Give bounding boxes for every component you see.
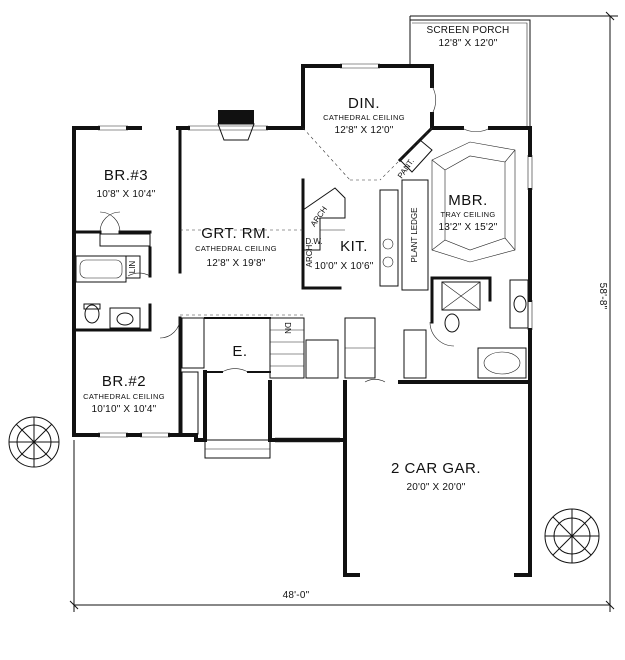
br3-dims: 10'8" X 10'4" xyxy=(96,189,155,200)
lin-label: LIN xyxy=(128,261,137,274)
exterior-walls xyxy=(72,64,532,577)
tree-right xyxy=(544,508,600,564)
br2-note: CATHEDRAL CEILING xyxy=(83,392,165,401)
mbr-dims: 13'2" X 15'2" xyxy=(438,222,497,233)
kit-dims: 10'0" X 10'6" xyxy=(314,261,373,272)
arch-label-top: ARCH xyxy=(309,205,330,229)
grt-rm-note: CATHEDRAL CEILING xyxy=(195,244,277,253)
overall-width: 48'-0" xyxy=(283,590,310,601)
tree-left xyxy=(8,416,60,468)
dw-label: D.W. xyxy=(305,237,322,246)
garage-dims: 20'0" X 20'0" xyxy=(406,482,465,493)
front-steps xyxy=(204,439,271,459)
windows xyxy=(98,63,533,443)
grt-rm-name: GRT. RM. xyxy=(201,225,271,242)
din-name: DIN. xyxy=(348,95,380,112)
din-dims: 12'8" X 12'0" xyxy=(334,125,393,136)
br2-name: BR.#2 xyxy=(102,373,146,390)
br3-name: BR.#3 xyxy=(104,167,148,184)
plant-ledge-label: PLANT LEDGE xyxy=(410,208,419,263)
garage-name: 2 CAR GAR. xyxy=(391,460,481,477)
overall-depth: 58'-8" xyxy=(597,283,608,310)
din-note: CATHEDRAL CEILING xyxy=(323,113,405,122)
dn-label: DN xyxy=(283,322,292,334)
screen-porch-name: SCREEN PORCH xyxy=(427,25,510,36)
grt-rm-dims: 12'8" X 19'8" xyxy=(206,258,265,269)
arch-label-side: ARCH xyxy=(305,244,314,267)
entry-name: E. xyxy=(232,343,247,360)
kit-name: KIT. xyxy=(340,238,368,255)
screen-porch xyxy=(409,16,531,130)
fireplace xyxy=(217,110,255,141)
doors xyxy=(99,85,491,383)
br2-dims: 10'10" X 10'4" xyxy=(92,404,157,415)
dimension-lines xyxy=(69,11,618,612)
mbr-name: MBR. xyxy=(448,192,488,209)
mbr-note: TRAY CEILING xyxy=(440,210,495,219)
screen-porch-dims: 12'8" X 12'0" xyxy=(438,38,497,49)
interior-walls xyxy=(72,125,529,437)
